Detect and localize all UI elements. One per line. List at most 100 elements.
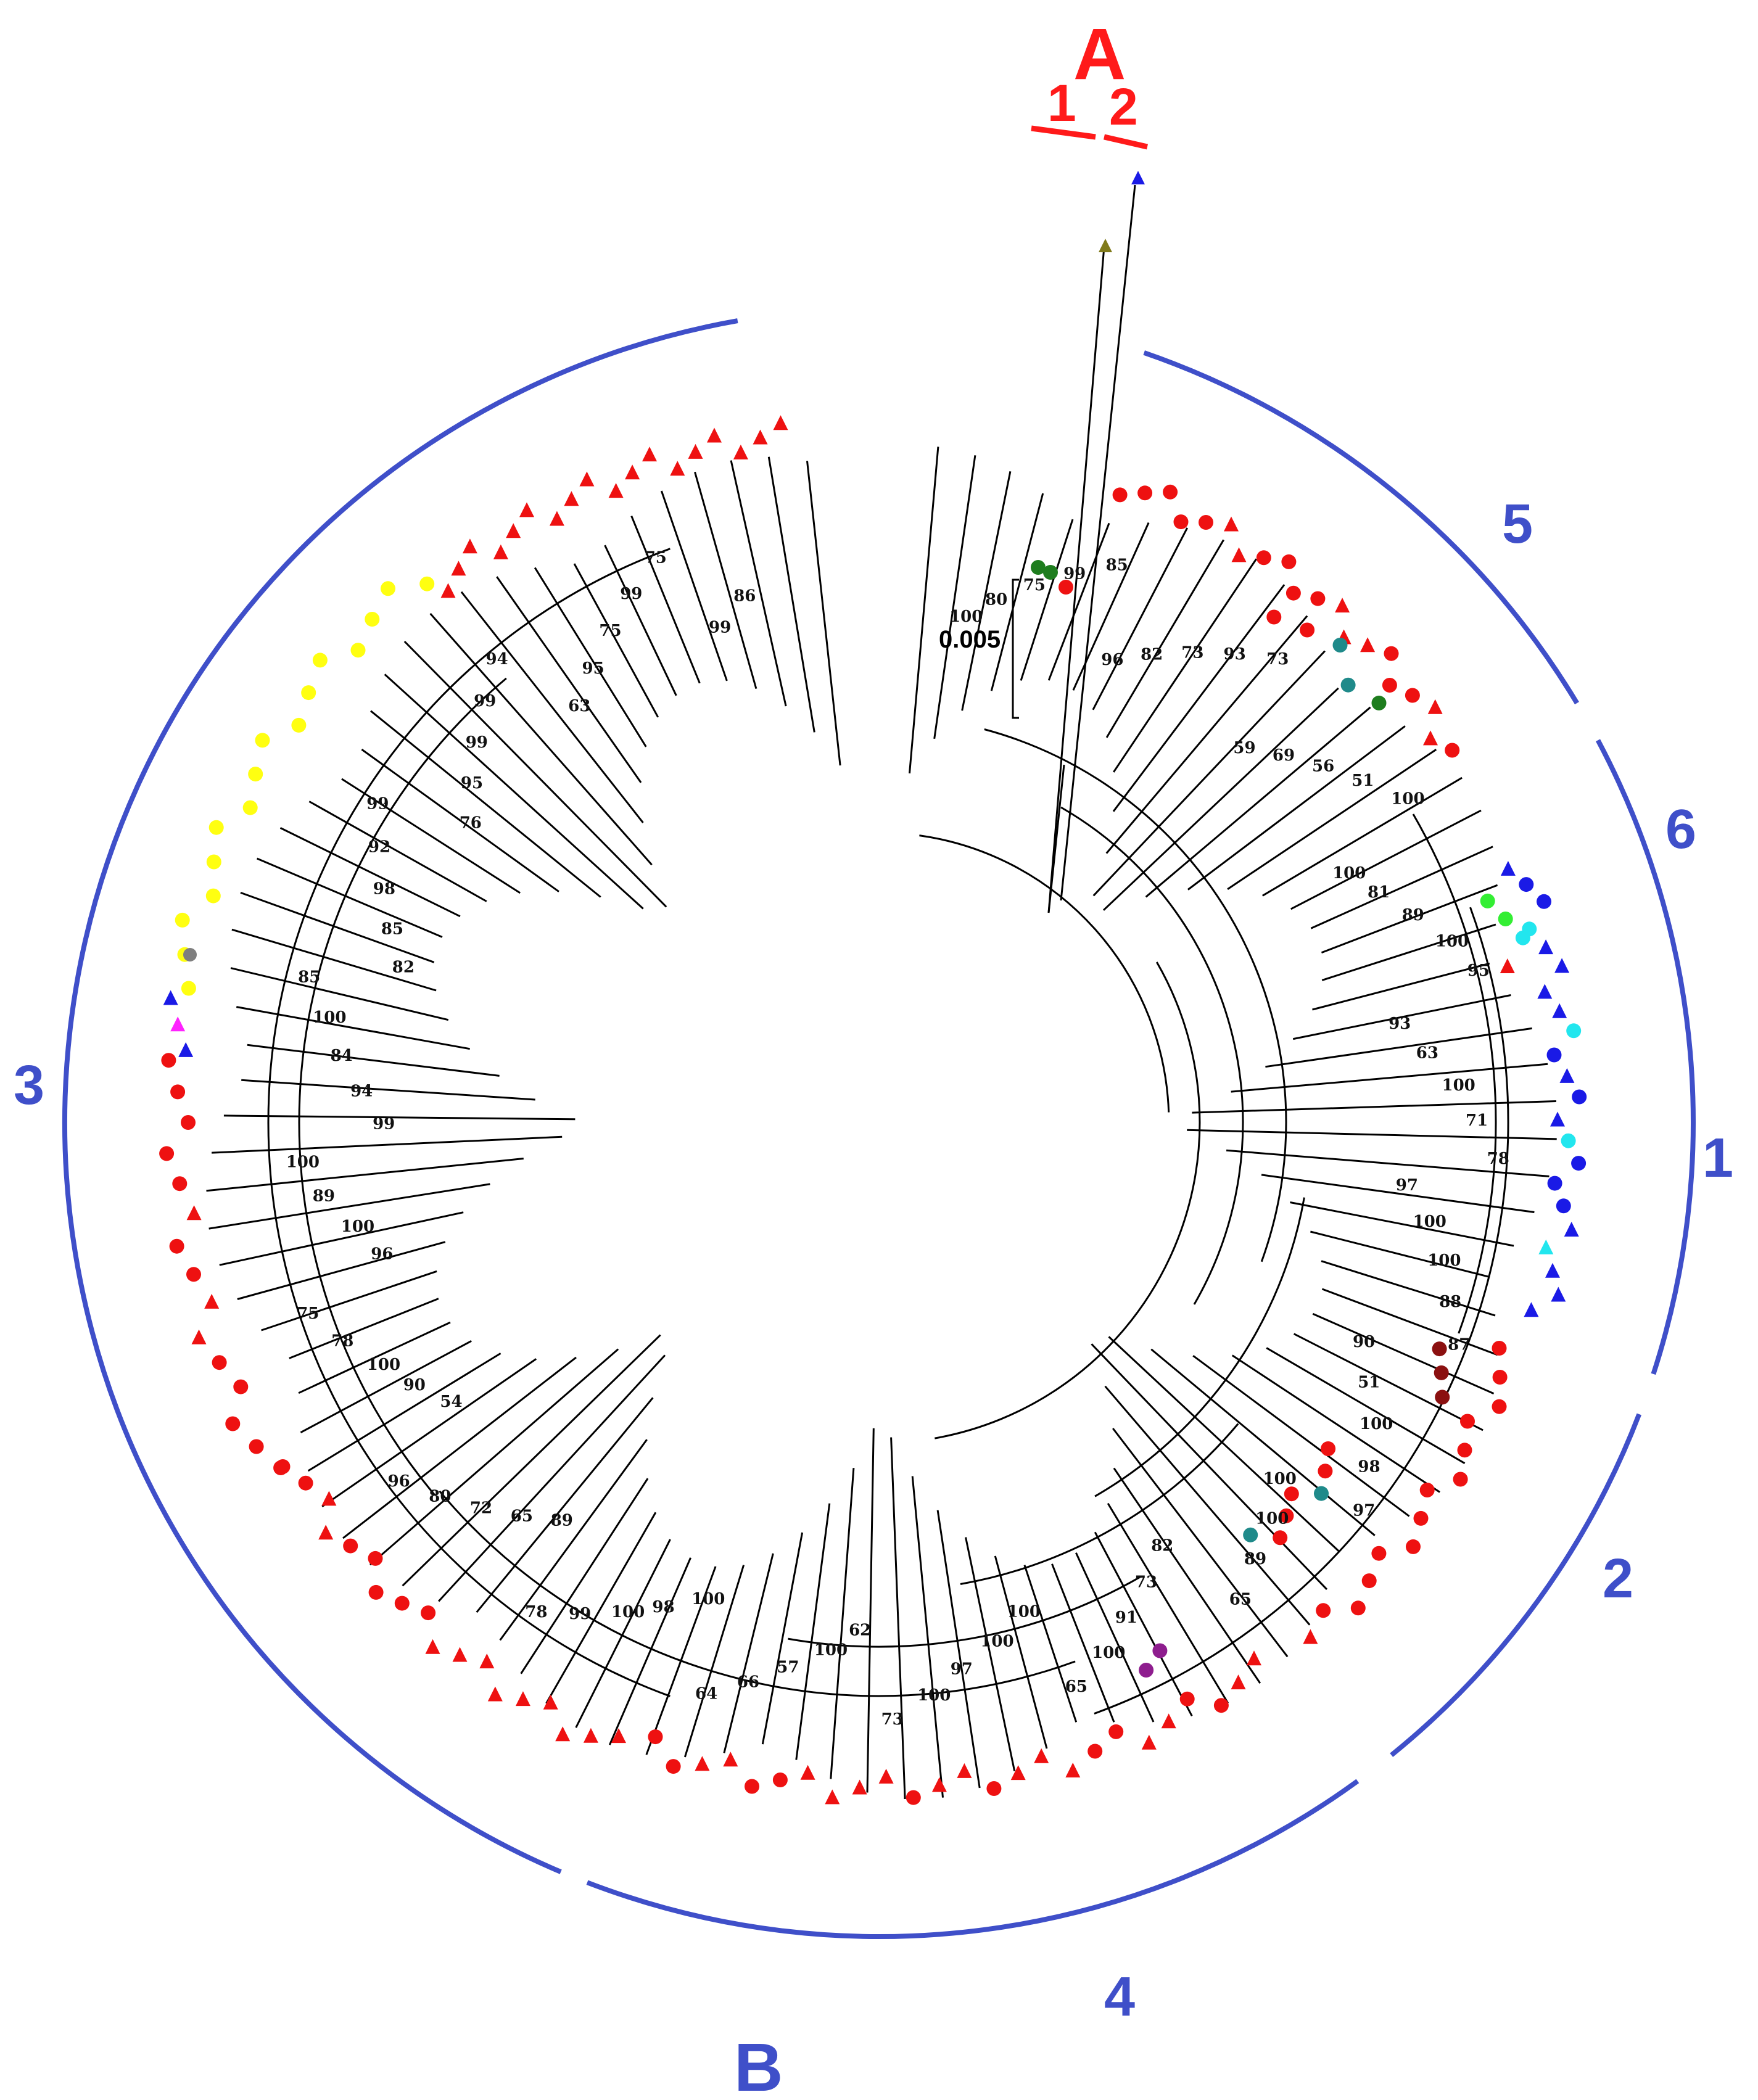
branch-line <box>933 455 976 739</box>
group-a-marker: A 1 2 <box>1031 14 1149 150</box>
branch-line <box>683 1565 745 1758</box>
branch-line <box>300 1340 472 1434</box>
branch-line <box>1105 539 1224 738</box>
leaf-node-triangle <box>1554 958 1570 973</box>
branch-line <box>321 1358 537 1508</box>
leaf-node-circle <box>906 1790 921 1805</box>
leaf-node-triangle <box>1131 171 1145 184</box>
leaf-node-circle <box>233 1379 249 1394</box>
scale-bar: 0.005 <box>939 579 1019 719</box>
bootstrap-label: 75 <box>599 622 621 640</box>
leaf-node-circle <box>1350 1600 1366 1616</box>
branch-line <box>1091 1343 1328 1591</box>
bootstrap-label: 94 <box>350 1082 373 1101</box>
leaf-node-circle <box>1480 893 1495 908</box>
branch-arc <box>1094 1197 1305 1497</box>
leaf-node-circle <box>1361 1573 1377 1589</box>
bootstrap-label: 94 <box>486 650 508 669</box>
branch-line <box>237 1241 446 1300</box>
branch-line <box>1192 1354 1410 1517</box>
leaf-node-circle <box>1163 484 1178 500</box>
leaf-node-circle <box>159 1146 175 1161</box>
leaf-node-triangle <box>1551 1287 1566 1302</box>
branch-arc <box>298 677 507 1496</box>
bootstrap-label: 57 <box>777 1658 799 1677</box>
bootstrap-label: 51 <box>1358 1373 1380 1391</box>
branch-line <box>1113 558 1257 773</box>
branch-line <box>1108 1336 1341 1553</box>
leaf-node-triangle <box>723 1752 738 1767</box>
leaf-node-circle <box>1556 1198 1571 1214</box>
leaf-node-triangle <box>163 990 178 1005</box>
leaf-node-circle <box>205 888 221 904</box>
bootstrap-label: 65 <box>1229 1591 1252 1609</box>
branch-line <box>219 1211 464 1266</box>
leaf-node-circle <box>1281 554 1297 569</box>
branch-arc <box>960 1423 1239 1585</box>
leaf-node-circle <box>1273 1530 1288 1546</box>
branch-line <box>1321 1288 1498 1356</box>
bootstrap-label: 81 <box>1368 883 1390 902</box>
branch-line <box>369 1348 619 1566</box>
bootstrap-label: 76 <box>460 814 482 833</box>
branch-line <box>761 1532 804 1745</box>
branch-line <box>1321 884 1498 954</box>
bootstrap-label: 75 <box>645 549 667 567</box>
leaf-node-circle <box>1371 695 1387 710</box>
leaf-node-triangle <box>186 1205 202 1221</box>
leaf-node-triangle <box>1537 984 1553 999</box>
bootstrap-label: 93 <box>1224 645 1246 664</box>
leaf-node-circle <box>1284 1486 1299 1502</box>
clade-5-6-arc <box>1143 350 1579 705</box>
group-a-subgroup-1-bar <box>1031 125 1096 140</box>
branch-line <box>499 1439 648 1641</box>
branch-line <box>429 612 653 866</box>
bootstrap-label: 72 <box>470 1499 492 1517</box>
branch-line <box>1261 1174 1535 1213</box>
leaf-node-circle <box>365 612 380 627</box>
leaf-node-circle <box>1492 1399 1507 1414</box>
leaf-node-triangle <box>1500 958 1515 973</box>
leaf-node-triangle <box>688 443 703 459</box>
leaf-node-circle <box>350 643 366 658</box>
leaf-node-triangle <box>707 427 722 443</box>
branch-line <box>1187 1129 1557 1140</box>
branch-line <box>1092 650 1326 897</box>
leaf-node-circle <box>1152 1643 1168 1658</box>
branch-line <box>1226 1149 1550 1177</box>
bootstrap-label: 89 <box>1402 906 1424 924</box>
branch-line <box>402 1334 661 1587</box>
leaf-node-circle <box>1445 743 1460 758</box>
leaf-node-circle <box>161 1053 176 1068</box>
leaf-node-circle <box>1546 1047 1562 1063</box>
branch-line <box>1290 809 1482 910</box>
leaf-node-triangle <box>425 1639 440 1654</box>
branch-line <box>990 493 1044 691</box>
leaf-node-circle <box>1321 1441 1336 1456</box>
branch-line <box>1231 1354 1440 1493</box>
bootstrap-label: 99 <box>373 1115 395 1134</box>
bootstrap-label: 92 <box>368 838 390 857</box>
clade-4-label: 4 <box>1104 1966 1135 2028</box>
branch-line <box>1145 706 1371 898</box>
bootstrap-label: 98 <box>652 1598 674 1616</box>
leaf-node-triangle <box>440 583 456 598</box>
branch-line <box>1266 1347 1466 1464</box>
branch-line <box>1293 1333 1484 1431</box>
leaf-node-circle <box>225 1416 241 1431</box>
bootstrap-label: 63 <box>1416 1044 1438 1063</box>
branch-line-group-a <box>1047 764 1065 913</box>
branch-line <box>289 1298 439 1359</box>
leaf-node-circle <box>1515 930 1530 945</box>
bootstrap-label: 78 <box>1487 1150 1509 1168</box>
branch-line <box>645 1566 717 1755</box>
bootstrap-label: 75 <box>1023 576 1046 595</box>
branch-line-group-a1 <box>1047 246 1105 913</box>
leaf-node-circle <box>206 854 221 870</box>
bootstrap-label: 85 <box>381 920 403 938</box>
branch-line <box>1094 1531 1193 1716</box>
bootstrap-label: 75 <box>297 1304 319 1323</box>
bootstrap-label: 90 <box>1353 1333 1375 1351</box>
bootstrap-label: 64 <box>695 1685 717 1703</box>
